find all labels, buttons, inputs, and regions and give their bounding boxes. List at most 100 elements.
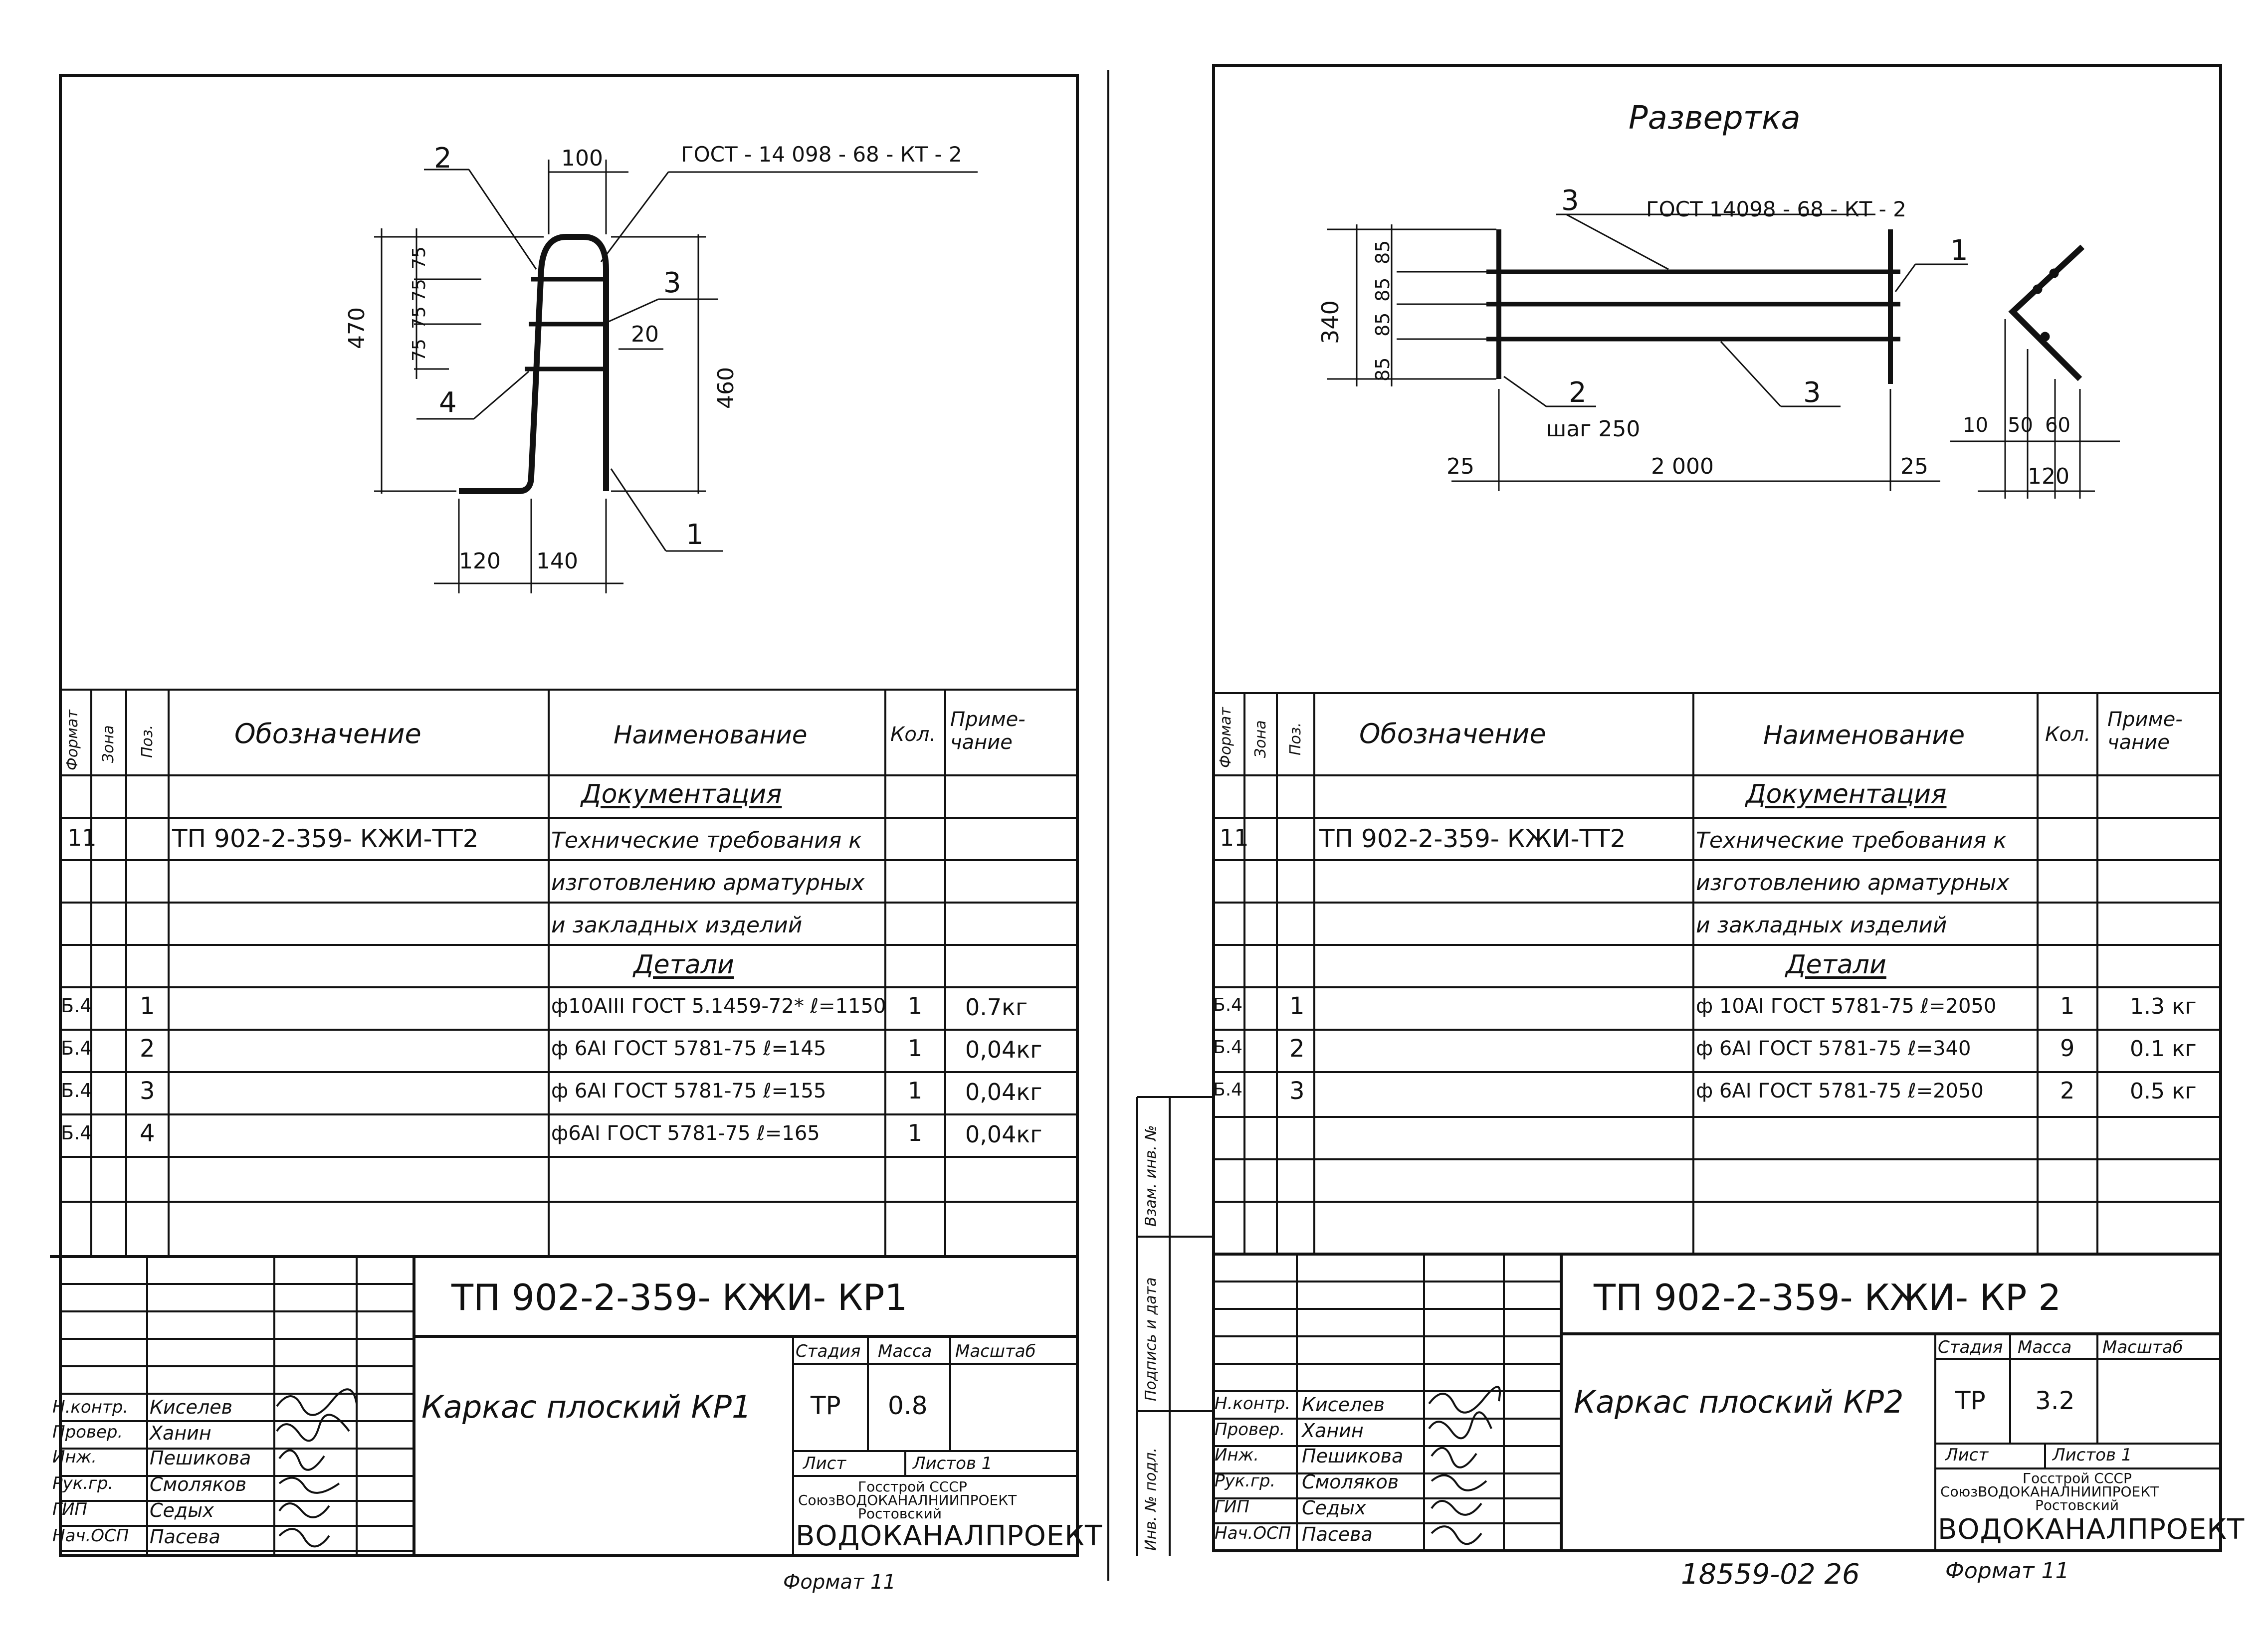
person: Пешикова [150,1447,251,1469]
left-pos-3: 3 [663,267,681,299]
right-mass-label: Масса [2018,1337,2072,1357]
row-pos: 2 [140,1035,155,1063]
left-hdr-note: Приме- чание [950,708,1026,754]
person: Смоляков [150,1473,247,1495]
right-doc-name-1: Технические требования к [1696,828,2007,853]
right-doc-code: ТП 902-2-359- КЖИ- КР 2 [1594,1277,2062,1318]
person: Седых [150,1499,214,1521]
right-stage-value: ТР [1955,1386,1986,1415]
right-dim-step: шаг 250 [1546,416,1641,442]
left-doc-name-2: изготовлению арматурных [551,870,865,896]
right-pos-3a: 3 [1561,184,1579,217]
row-note: 0,04кг [965,1121,1042,1148]
left-bar-1-shape [459,234,609,494]
row-name: ф 6АI ГОСТ 5781-75 ℓ=155 [551,1080,826,1102]
left-item-name: Каркас плоский КР1 [421,1389,752,1425]
left-pos-4: 4 [439,386,457,419]
row-format: Б.4 [1213,1080,1243,1100]
row-pos: 3 [140,1077,155,1105]
right-dim-10: 10 [1963,414,1988,437]
left-org-1: Госстрой СССР [858,1478,967,1495]
row-format: Б.4 [61,1037,92,1059]
right-footer-code: 18559-02 26 [1681,1558,1860,1591]
right-doc-name-2: изготовлению арматурных [1696,870,2010,896]
row-qty: 1 [908,1119,923,1146]
left-pos-1: 1 [686,519,704,551]
row-note: 0,04кг [965,1079,1042,1105]
role: Н.контр. [1215,1394,1291,1414]
left-org-2: СоюзВОДОКАНАЛНИИПРОЕКТ [798,1492,1017,1508]
row-name: ф 10АI ГОСТ 5781-75 ℓ=2050 [1696,995,1997,1018]
right-section-docs: Документация [1746,779,1947,809]
right-pos-1: 1 [1950,234,1968,267]
right-dim-2000: 2 000 [1651,454,1714,479]
right-hdr-note: Приме- чание [2107,708,2183,754]
row-note: 0,04кг [965,1036,1042,1063]
role: Провер. [52,1422,123,1442]
right-org-2: СоюзВОДОКАНАЛНИИПРОЕКТ [1940,1483,2159,1500]
side-stamp-inv-no: Инв. № подл. [1142,1448,1160,1551]
right-doc-name-3: и закладных изделий [1696,913,1947,938]
person: Смоляков [1302,1471,1399,1493]
right-format-footer: Формат 11 [1945,1558,2069,1584]
row-pos: 4 [140,1119,155,1147]
left-section-parts: Детали [633,950,734,980]
right-gost-label: ГОСТ 14098 - 68 - КТ - 2 [1646,197,1906,221]
row-pos: 1 [1289,992,1305,1020]
right-stage-label: Стадия [1938,1337,2003,1357]
row-format: Б.4 [61,1122,92,1144]
row-format: Б.4 [1213,1037,1243,1058]
left-scale-label: Масштаб [955,1341,1036,1361]
right-dim-120: 120 [2028,464,2069,489]
row-note: 1.3 кг [2130,994,2197,1019]
right-hdr-name: Наименование [1763,721,1965,750]
person: Седых [1302,1497,1366,1519]
row-note: 0.1 кг [2130,1036,2197,1062]
right-bent-detail [2008,244,2085,381]
left-mass-value: 0.8 [888,1391,928,1420]
right-dim-60: 60 [2045,414,2070,437]
left-doc-name-1: Технические требования к [551,828,862,853]
role: Рук.гр. [52,1473,114,1493]
row-pos: 1 [140,992,155,1020]
right-title: Развертка [1629,100,1801,137]
role: Провер. [1215,1420,1285,1440]
right-pos-3b: 3 [1803,376,1821,409]
left-hdr-designation: Обозначение [234,718,421,749]
right-dim-50: 50 [2008,414,2033,437]
person: Пешикова [1302,1445,1404,1467]
left-sheet-label: Лист [803,1454,846,1473]
right-dim-25-right: 25 [1900,454,1928,479]
row-name: ф10АIII ГОСТ 5.1459-72* ℓ=1150 [551,995,886,1018]
left-pos-2: 2 [434,142,452,175]
person: Ханин [1302,1420,1364,1442]
right-dim-25-left: 25 [1446,454,1474,479]
left-gost-label: ГОСТ - 14 098 - 68 - КТ - 2 [681,142,962,167]
right-scale-label: Масштаб [2102,1337,2183,1357]
row-name: ф 6АI ГОСТ 5781-75 ℓ=340 [1696,1037,1971,1060]
role: ГИП [52,1499,87,1519]
left-dim-top: 100 [561,146,603,171]
person: Пасева [1302,1523,1373,1545]
left-section-docs: Документация [581,779,782,809]
left-mass-label: Масса [878,1341,932,1361]
left-stage-value: ТР [811,1391,841,1420]
person: Киселев [1302,1394,1385,1416]
row-note: 0.7кг [965,994,1028,1021]
left-hdr-name: Наименование [614,721,808,749]
row-format: Б.4 [1213,995,1243,1015]
left-org-3: Ростовский [858,1505,942,1522]
right-hdr-qty: Кол. [2045,723,2091,746]
left-sheet [59,74,1079,1557]
right-org-3: Ростовский [2035,1497,2119,1513]
role: Рук.гр. [1215,1471,1276,1491]
row-qty: 1 [2060,992,2075,1019]
right-sheet-label: Лист [1945,1445,1989,1465]
role: ГИП [1215,1497,1249,1517]
left-doc-code: ТП 902-2-359- КЖИ- КР1 [451,1277,908,1318]
person: Киселев [150,1396,233,1418]
left-doc-name-3: и закладных изделий [551,913,803,938]
